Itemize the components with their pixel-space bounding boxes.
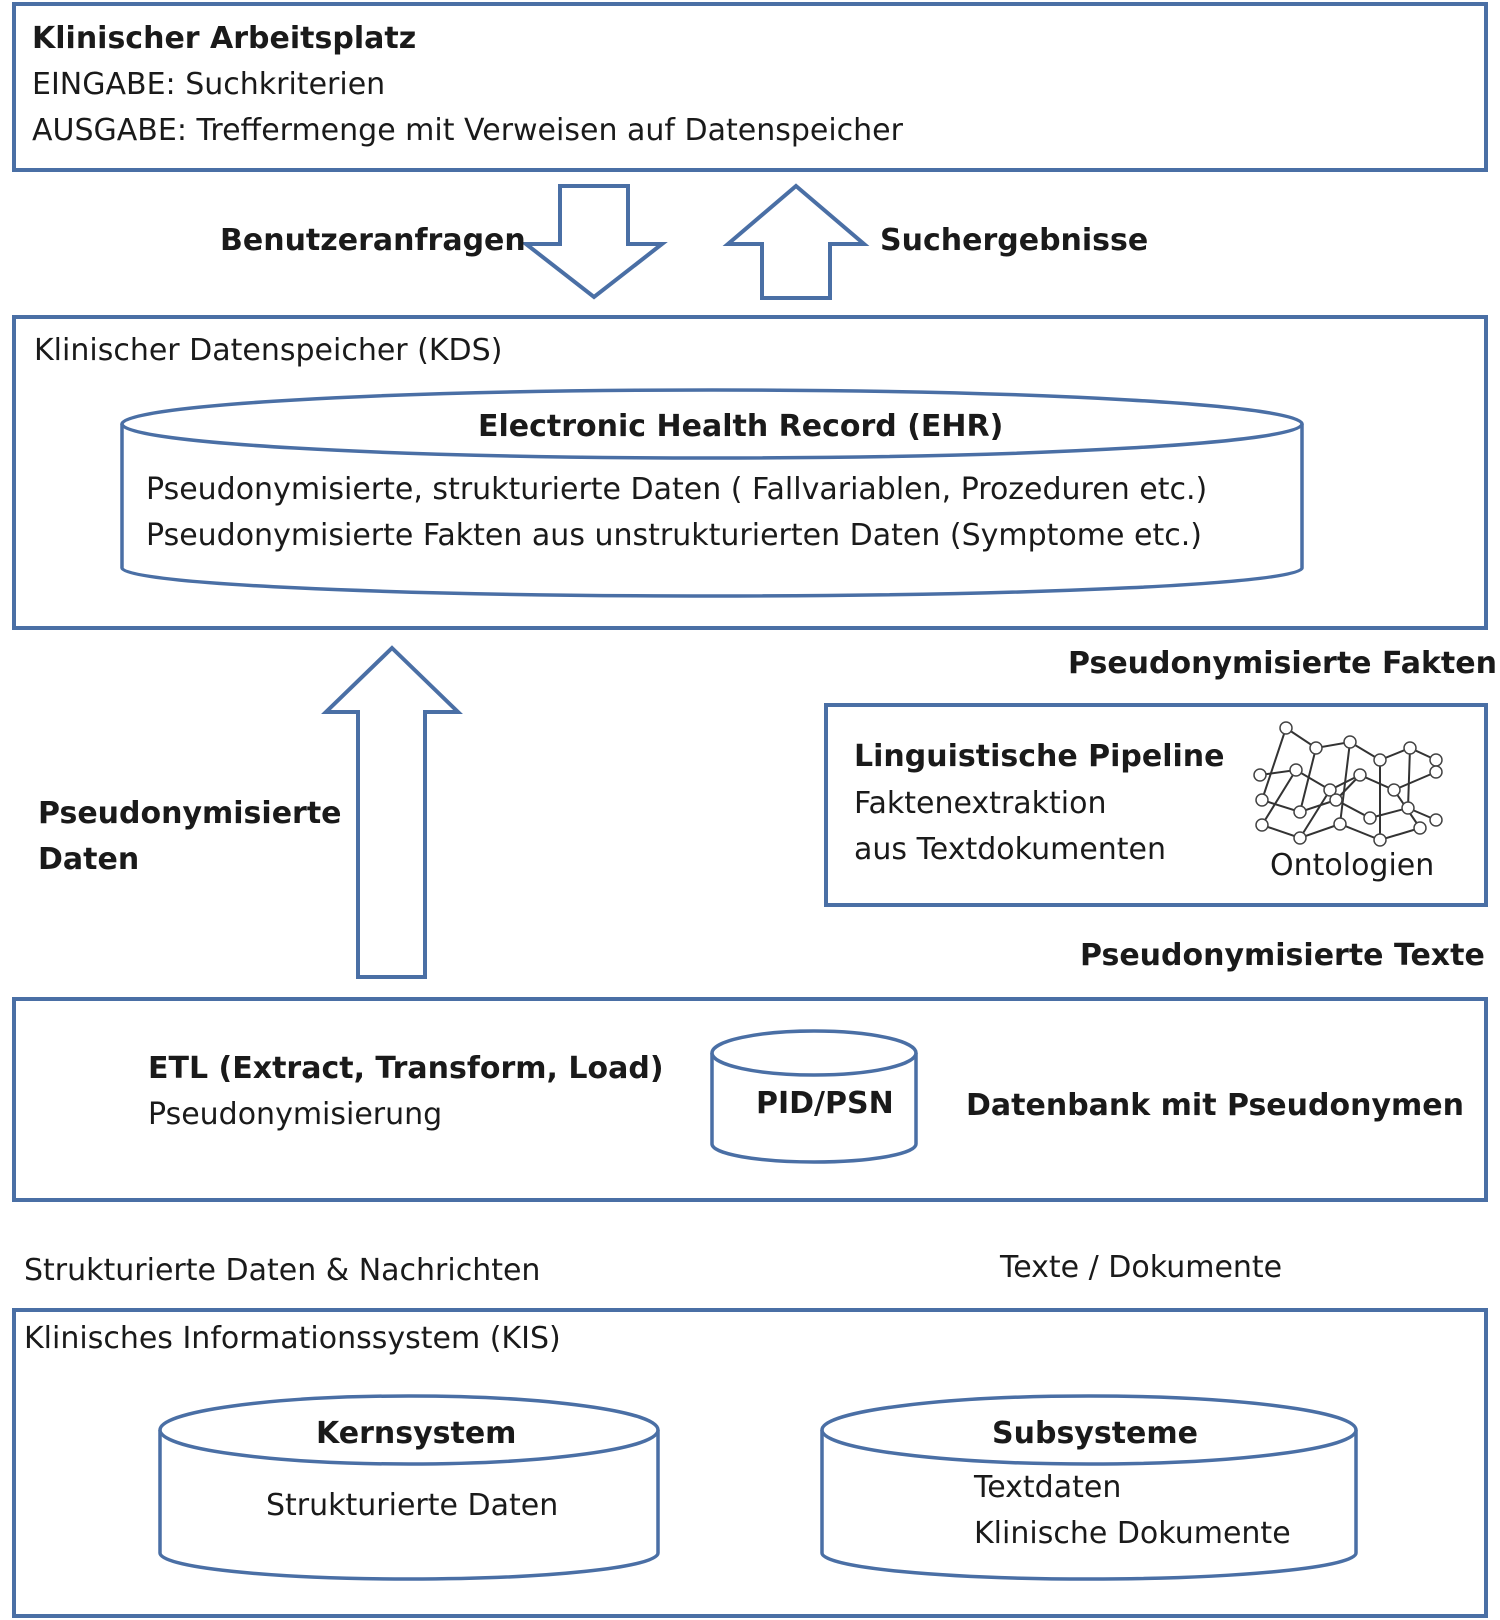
subsysteme-cylinder-icon [820,1394,1358,1581]
workstation-output: AUSGABE: Treffermenge mit Verweisen auf … [32,113,903,148]
subsysteme-title: Subsysteme [992,1416,1199,1451]
kis-title: Klinisches Informationssystem (KIS) [24,1321,561,1356]
pid-psn-cylinder-icon [710,1029,918,1164]
ehr-cylinder-icon [120,388,1304,598]
ehr-line2: Pseudonymisierte Fakten aus unstrukturie… [146,518,1202,553]
kernsystem-text: Strukturierte Daten [266,1488,559,1523]
pseudo-facts-label: Pseudonymisierte Fakten [1068,646,1497,681]
pipeline-line1: Faktenextraktion [854,786,1107,821]
pipeline-title: Linguistische Pipeline [854,739,1225,774]
ehr-line1: Pseudonymisierte, strukturierte Daten ( … [146,472,1208,507]
ontology-label: Ontologien [1270,848,1435,883]
pipeline-line2: aus Textdokumenten [854,832,1167,867]
up-arrow-icon [722,183,870,300]
workstation-input: EINGABE: Suchkriterien [32,67,386,102]
structured-data-label: Strukturierte Daten & Nachrichten [24,1253,541,1288]
down-arrow-icon [520,184,668,300]
etl-title: ETL (Extract, Transform, Load) [148,1051,664,1086]
pseudo-texts-label: Pseudonymisierte Texte [1080,938,1485,973]
etl-subtitle: Pseudonymisierung [148,1097,443,1132]
kernsystem-cylinder-icon [158,1394,660,1581]
ehr-title: Electronic Health Record (EHR) [478,409,1004,444]
texts-documents-label: Texte / Dokumente [1000,1250,1283,1285]
pid-psn-label: PID/PSN [756,1086,894,1121]
kernsystem-title: Kernsystem [316,1416,517,1451]
kds-title: Klinischer Datenspeicher (KDS) [34,333,503,368]
subsysteme-line1: Textdaten [974,1470,1122,1505]
pseudonym-db-description: Datenbank mit Pseudonymen [966,1088,1464,1123]
big-up-arrow-icon [321,645,463,979]
workstation-box [12,2,1488,172]
results-label: Suchergebnisse [880,223,1149,258]
pseudo-data-label-line1: Pseudonymisierte [38,796,342,831]
workstation-title: Klinischer Arbeitsplatz [32,21,417,56]
subsysteme-line2: Klinische Dokumente [974,1516,1291,1551]
pipeline-box [824,703,1488,907]
pseudo-data-label-line2: Daten [38,842,140,877]
queries-label: Benutzeranfragen [220,223,526,258]
ontology-graph-icon [1253,721,1443,847]
